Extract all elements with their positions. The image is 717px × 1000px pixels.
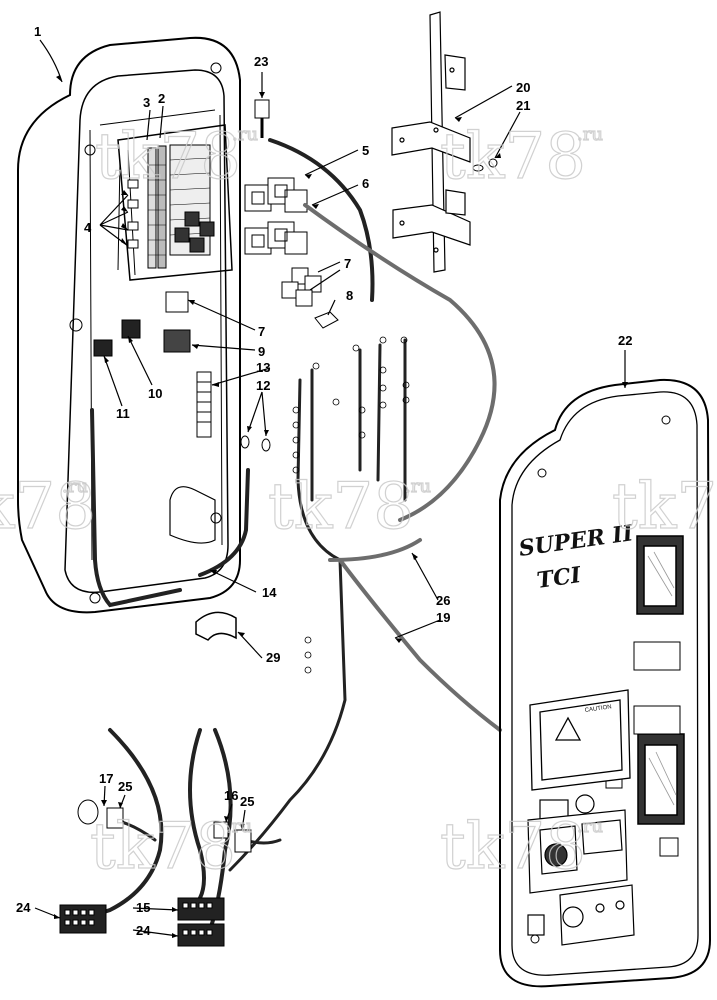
watermark-top-right-suffix: .ru <box>577 124 603 145</box>
callout-12: 12 <box>256 378 270 393</box>
watermark-top-left-suffix: .ru <box>232 124 258 145</box>
small-relay-group <box>165 267 322 313</box>
watermark-mid-left: tk78 <box>0 470 96 544</box>
callout-9: 9 <box>258 344 265 359</box>
bolt-part <box>254 99 270 138</box>
callout-29: 29 <box>266 650 280 665</box>
screw-part <box>472 158 498 172</box>
watermark-mid-right: tk78 <box>612 470 717 544</box>
callout-25a: 25 <box>118 779 132 794</box>
front-panel: SUPER II TCI CAUTION <box>499 378 712 988</box>
watermark-mid-center: tk78 <box>268 470 414 544</box>
callout-25b: 25 <box>240 794 254 809</box>
clamp-part <box>195 611 237 641</box>
watermark-bottom-right-suffix: .ru <box>577 816 603 837</box>
callout-5: 5 <box>362 143 369 158</box>
terminal-strip <box>196 371 212 438</box>
wiring-harness <box>83 138 502 932</box>
fuse-part <box>314 311 339 329</box>
callout-17: 17 <box>99 771 113 786</box>
watermark-top-right: tk78 <box>440 120 586 194</box>
callout-22: 22 <box>618 333 632 348</box>
fuse-relay-board <box>117 124 233 281</box>
callout-26: 26 <box>436 593 450 608</box>
leader-arrowheads <box>54 75 628 938</box>
callouts: 1 2 3 4 5 6 7 7 8 9 10 11 12 13 14 15 16… <box>16 24 632 938</box>
harness-connectors <box>59 799 252 947</box>
watermark-bottom-right: tk78 <box>440 810 586 884</box>
watermark-bottom-left-suffix: .ru <box>226 816 252 837</box>
callout-7b: 7 <box>258 324 265 339</box>
enclosure-housing <box>17 36 241 614</box>
callout-16: 16 <box>224 788 238 803</box>
callout-21: 21 <box>516 98 530 113</box>
relay-cluster <box>244 177 308 255</box>
callout-24a: 24 <box>16 900 31 915</box>
callout-3: 3 <box>143 95 150 110</box>
callout-7a: 7 <box>344 256 351 271</box>
callout-13: 13 <box>256 360 270 375</box>
mounting-bracket <box>391 11 471 273</box>
switch-part <box>121 319 141 339</box>
callout-19: 19 <box>436 610 450 625</box>
leader-lines <box>34 39 626 937</box>
watermarks: tk78 .ru tk78 .ru tk78 .ru tk78 .ru tk78… <box>0 119 717 884</box>
callout-14: 14 <box>262 585 277 600</box>
callout-23: 23 <box>254 54 268 69</box>
relay-block <box>163 329 191 353</box>
panel-caution-text: CAUTION <box>584 704 612 714</box>
callout-1: 1 <box>34 24 41 39</box>
watermark-top-left: tk78 <box>95 120 241 194</box>
callout-6: 6 <box>362 176 369 191</box>
watermark-bottom-left: tk78 <box>90 810 236 884</box>
wire-terminals <box>292 336 410 674</box>
callout-15: 15 <box>136 900 150 915</box>
panel-brand-line2: TCI <box>535 562 583 594</box>
callout-11: 11 <box>116 406 130 421</box>
callout-10: 10 <box>148 386 162 401</box>
watermark-mid-center-suffix: .ru <box>405 476 431 497</box>
connector-part <box>93 339 113 357</box>
grommets <box>240 435 271 452</box>
callout-24b: 24 <box>136 923 151 938</box>
callout-20: 20 <box>516 80 530 95</box>
callout-2: 2 <box>158 91 165 106</box>
callout-8: 8 <box>346 288 353 303</box>
callout-4: 4 <box>84 220 92 235</box>
watermark-mid-left-suffix: .ru <box>62 476 88 497</box>
